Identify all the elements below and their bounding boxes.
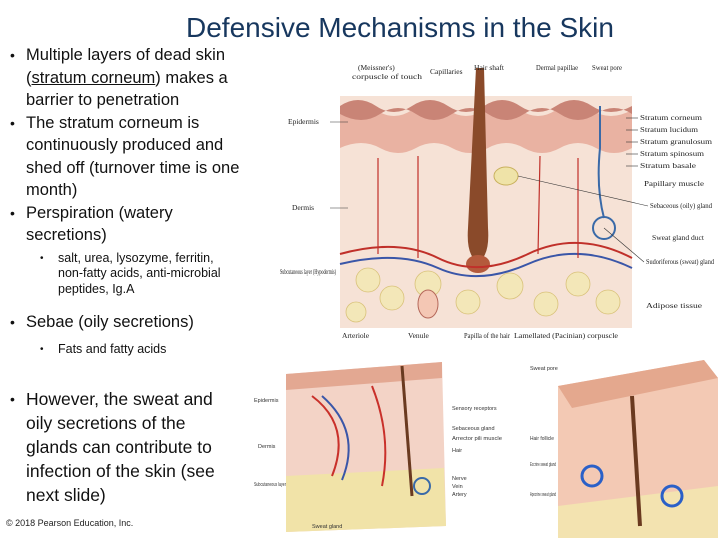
bullet-sebae: Sebae (oily secretions) — [8, 311, 240, 334]
label-arteriole: Arteriole — [342, 331, 370, 340]
label-hair-shaft: Hair shaft — [474, 63, 505, 72]
label-apocrine: Apocrine sweat gland — [530, 492, 556, 498]
epidermis-layer — [340, 104, 632, 153]
label-bottom-subcutaneous: Subcutaneous layer — [254, 482, 286, 488]
label-artery: Artery — [452, 492, 467, 498]
label-corpuscle-line1: (Meissner's) — [358, 63, 395, 72]
label-hair-follicle: Hair follicle — [530, 436, 554, 442]
bullet-turnover: The stratum corneum is continuously prod… — [8, 112, 240, 202]
label-dermis: Dermis — [292, 203, 314, 212]
label-sweat-pore: Sweat pore — [592, 63, 623, 72]
hair-papilla — [466, 255, 490, 273]
label-sweat-pore: Sweat pore — [530, 366, 558, 372]
hair-shaft-follicle — [467, 68, 489, 262]
pacinian-corpuscle-shape — [417, 289, 439, 319]
label-subcutaneous: Subcutaneous layer (Hypodermis) — [280, 267, 336, 276]
label-corpuscle: corpuscle of touch — [352, 72, 422, 81]
label-eccrine: Eccrine sweat gland — [530, 462, 556, 468]
label-stratum-corneum: Stratum corneum — [640, 113, 702, 122]
label-adipose: Adipose tissue — [646, 301, 703, 310]
label-sweat-gland: Sweat gland — [312, 524, 342, 530]
sub-bullet-perspiration: salt, urea, lysozyme, ferritin, non-fatt… — [8, 251, 240, 298]
sweat-duct-line — [597, 106, 605, 219]
label-hair: Hair — [452, 448, 462, 454]
bullet-stratum-corneum-barrier: Multiple layers of dead skin (stratum co… — [8, 44, 240, 112]
slide-title: Defensive Mechanisms in the Skin — [186, 12, 614, 43]
label-vein: Vein — [452, 484, 463, 490]
label-stratum-spinosum: Stratum spinosum — [640, 149, 704, 158]
label-bottom-dermis: Dermis — [258, 444, 276, 450]
label-stratum-lucidum: Stratum lucidum — [640, 125, 698, 134]
label-nerve: Nerve — [452, 476, 467, 482]
label-papillary-muscle: Papillary muscle — [644, 179, 705, 188]
adipose-globules — [345, 267, 621, 323]
bullet-list: Multiple layers of dead skin (stratum co… — [8, 44, 240, 507]
label-lamellated: Lamellated (Pacinian) corpuscle — [514, 331, 619, 340]
stratum-corneum-band — [340, 100, 632, 120]
sub-bullet-sebae: Fats and fatty acids — [8, 342, 240, 358]
label-sebaceous-gland: Sebaceous gland — [452, 426, 495, 432]
label-sensory-receptors: Sensory receptors — [452, 406, 497, 412]
label-capillaries: Capillaries — [430, 67, 463, 76]
sweat-gland-coil — [592, 216, 616, 240]
capillary-branches — [377, 155, 579, 258]
skin-block-right — [558, 360, 718, 538]
skin-block-left — [286, 362, 446, 532]
label-sudoriferous: Sudoriferous (sweat) gland — [646, 257, 714, 266]
label-stratum-granulosum: Stratum granulosum — [640, 137, 712, 146]
label-sebaceous: Sebaceous (oily) gland — [650, 201, 712, 210]
label-papilla-hair: Papilla of the hair — [464, 331, 510, 340]
copyright: © 2018 Pearson Education, Inc. — [6, 518, 134, 528]
sebaceous-gland-shape — [493, 166, 519, 186]
label-dermal-papillae: Dermal papillae — [536, 63, 579, 72]
label-arrector: Arrector pili muscle — [452, 436, 502, 442]
arteriole-vessel — [339, 241, 633, 268]
skin-illustration-figure: Epidermis Dermis Subcutaneous layer Sens… — [254, 360, 718, 538]
label-venule: Venule — [408, 331, 429, 340]
label-sweat-duct: Sweat gland duct — [652, 233, 705, 242]
bullet-infection: However, the sweat and oily secretions o… — [8, 387, 240, 507]
label-epidermis: Epidermis — [288, 117, 319, 126]
skin-cross-section-figure: (Meissner's) corpuscle of touch Capillar… — [280, 63, 714, 340]
bullet-perspiration: Perspiration (watery secretions) — [8, 202, 240, 247]
label-bottom-epidermis: Epidermis — [254, 398, 279, 404]
label-stratum-basale: Stratum basale — [640, 161, 697, 170]
leader-lines — [330, 117, 649, 263]
venule-vessel — [339, 252, 633, 277]
